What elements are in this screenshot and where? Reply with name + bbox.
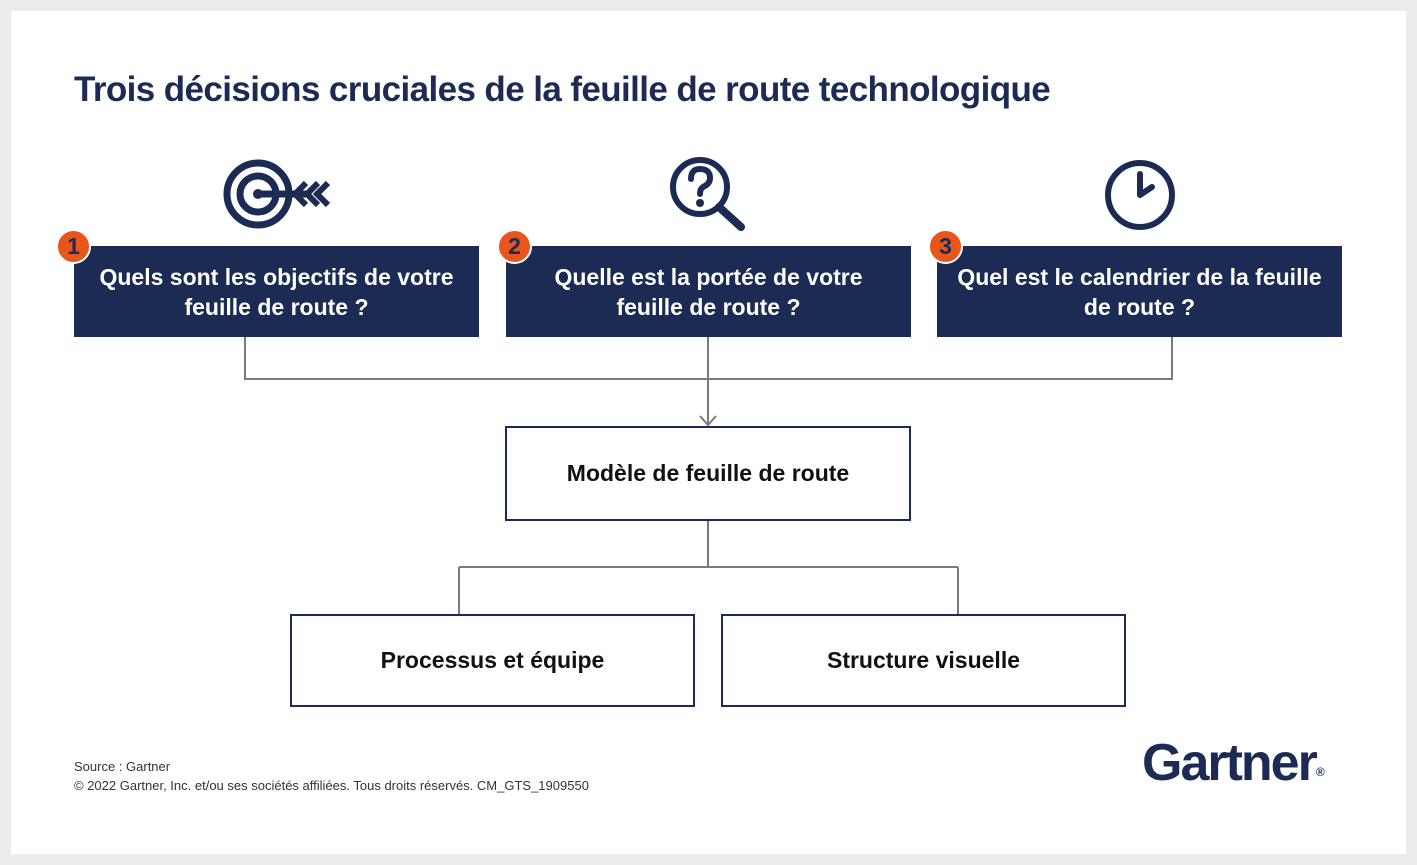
decision-text: Quels sont les objectifs de votre feuill…	[99, 263, 454, 320]
diagram-title: Trois décisions cruciales de la feuille …	[74, 70, 1051, 109]
visual-structure-label: Structure visuelle	[826, 647, 1021, 673]
decision-text: Quelle est la portée de votre feuille de…	[554, 263, 863, 320]
process-team-box: Processus et équipe	[290, 614, 695, 707]
visual-structure-box: Structure visuelle	[721, 614, 1126, 707]
number-badge: 2	[497, 229, 532, 264]
source-note: Source : Gartner	[74, 759, 171, 774]
clock-icon	[1105, 160, 1175, 230]
roadmap-model-box: Modèle de feuille de route	[505, 426, 911, 521]
registered-mark: ®	[1315, 765, 1325, 779]
decision-box-scope: Quelle est la portée de votre feuille de…	[506, 246, 911, 337]
number-badge: 3	[928, 229, 963, 264]
logo-text: Gartner	[1142, 734, 1318, 792]
copyright-note: © 2022 Gartner, Inc. et/ou ses sociétés …	[74, 778, 589, 793]
number-badge: 1	[56, 229, 91, 264]
magnifier-question-icon	[670, 157, 745, 231]
roadmap-model-label: Modèle de feuille de route	[566, 460, 850, 486]
decision-text: Quel est le calendrier de la feuille de …	[957, 263, 1322, 320]
process-team-label: Processus et équipe	[380, 647, 605, 673]
decision-box-timeline: Quel est le calendrier de la feuille de …	[937, 246, 1342, 337]
decision-box-objectives: Quels sont les objectifs de votre feuill…	[74, 246, 479, 337]
target-icon	[223, 159, 331, 229]
gartner-logo: Gartner®	[1142, 733, 1325, 793]
